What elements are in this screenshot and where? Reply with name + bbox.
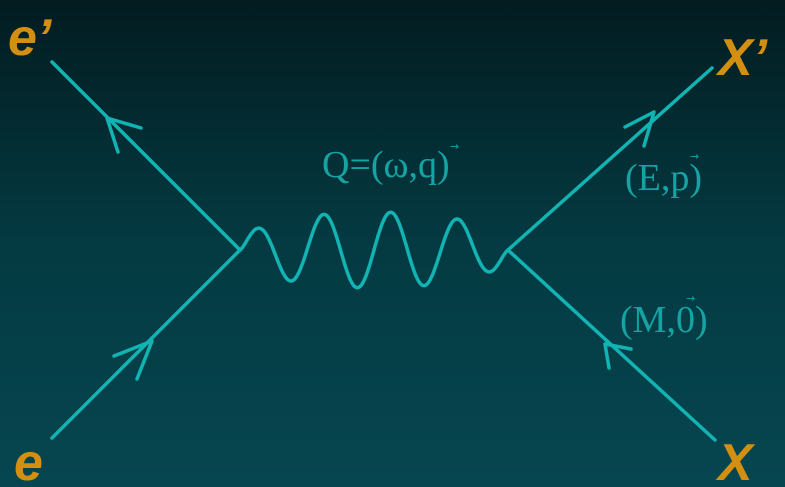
outgoing-electron-line bbox=[50, 60, 242, 252]
incoming-target-momentum-label: (M,0) bbox=[620, 299, 708, 341]
incoming-electron-arrow bbox=[112, 339, 154, 381]
p-vector-arrow: → bbox=[690, 150, 699, 163]
zero-vector-arrow: → bbox=[686, 292, 695, 305]
outgoing-electron-arrow bbox=[105, 116, 143, 154]
outgoing-electron-label: e’ bbox=[8, 9, 53, 67]
incoming-target-arrow bbox=[603, 342, 633, 370]
virtual-photon-wave bbox=[238, 210, 510, 290]
photon-q-vector-arrow: → bbox=[450, 140, 459, 153]
outgoing-target-label: X’ bbox=[715, 29, 769, 87]
incoming-electron-label: e bbox=[14, 434, 43, 487]
outgoing-target-momentum-label: (E,p) bbox=[625, 157, 702, 199]
photon-four-momentum-label: Q=(ω,q) bbox=[322, 144, 450, 186]
outgoing-target-line bbox=[506, 66, 714, 252]
outgoing-target-arrow bbox=[623, 110, 656, 148]
incoming-target-label: X bbox=[715, 434, 756, 487]
